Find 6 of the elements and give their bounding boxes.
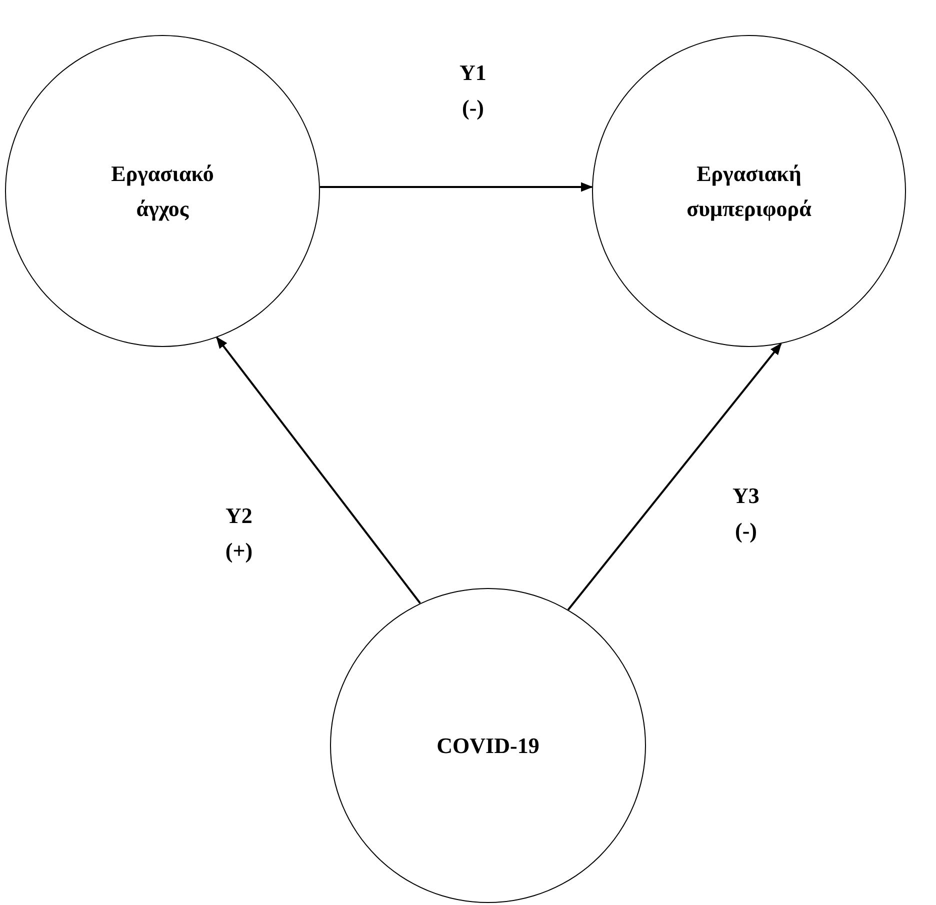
node-label: Εργασιακό άγχος [110,160,215,223]
arrow [320,182,593,192]
arrow [216,336,421,604]
node-label: Εργασιακή συμπεριφορά [686,160,812,223]
arrow [567,342,782,610]
node-label: COVID-19 [436,732,540,760]
